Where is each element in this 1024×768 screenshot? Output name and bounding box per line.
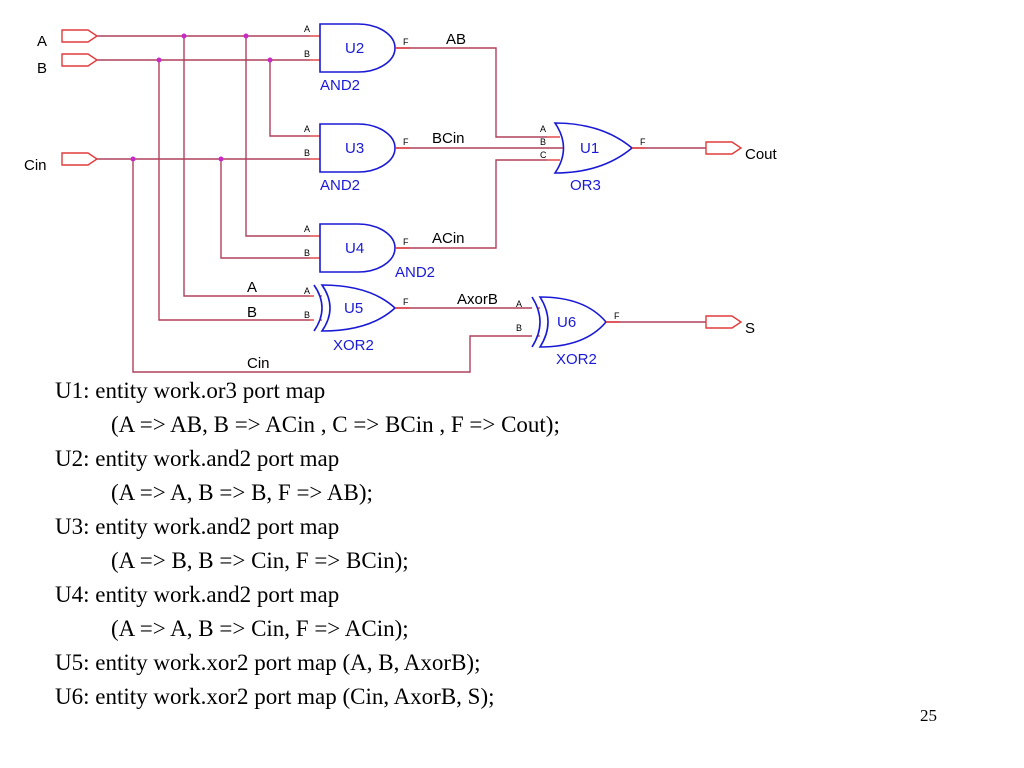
code-line: (A => AB, B => ACin , C => BCin , F => C… [111, 412, 560, 437]
code-line: U2: entity work.and2 port map [55, 446, 340, 471]
gate-name-u2: U2 [345, 40, 364, 57]
input-port-a [61, 29, 99, 43]
signal-label-ab: AB [446, 31, 466, 48]
ports [61, 29, 743, 329]
code-line: (A => A, B => Cin, F => ACin); [111, 616, 409, 641]
pin-label: F [640, 137, 646, 147]
code-line: U6: entity work.xor2 port map (Cin, Axor… [55, 684, 495, 709]
signal-label-acin: ACin [432, 230, 465, 247]
gate-u4 [319, 223, 396, 273]
code-line: U4: entity work.and2 port map [55, 582, 340, 607]
junction-dot [218, 156, 224, 162]
gate-u6 [538, 296, 608, 348]
output-port-cout [705, 141, 743, 155]
page-number: 25 [920, 706, 937, 725]
input-port-b [61, 53, 99, 67]
junctions [130, 33, 273, 162]
pin-label: A [304, 224, 310, 234]
wire-ab [395, 47, 547, 138]
gate-output-stubs [395, 47, 645, 323]
signal-labels: AB BCin ACin AxorB A B Cin [247, 31, 498, 372]
gate-name-u6: U6 [557, 314, 576, 331]
gate-name-u5: U5 [344, 300, 363, 317]
pin-label: A [540, 124, 546, 134]
junction-dot [181, 33, 187, 39]
pin-labels: A B F A B F A B F A B C F A B F A B F [304, 24, 646, 333]
junction-dot [156, 57, 162, 63]
gate-labels: U2 AND2 U3 AND2 U4 AND2 U1 OR3 U5 XOR2 U… [320, 40, 601, 368]
gate-u6-back-curve [531, 296, 541, 348]
pin-label: A [304, 24, 310, 34]
gate-u5 [320, 284, 397, 332]
code-line: (A => B, B => Cin, F => BCin); [111, 548, 409, 573]
wire-a-to-u5 [183, 36, 310, 297]
input-label-cin: Cin [24, 157, 47, 174]
pin-label: A [304, 286, 310, 296]
gate-type-u2: AND2 [320, 77, 360, 94]
pin-label: A [304, 124, 310, 134]
pin-label: A [516, 299, 522, 309]
output-port-s [705, 315, 743, 329]
gate-name-u1: U1 [580, 140, 599, 157]
pin-label: F [403, 137, 409, 147]
gate-bodies [313, 23, 634, 348]
wire-a-to-u4 [245, 36, 310, 237]
io-labels: A B Cin Cout S [24, 33, 778, 337]
signal-label-cin: Cin [247, 355, 270, 372]
pin-label: B [516, 323, 522, 333]
junction-dot [243, 33, 249, 39]
pin-label: C [540, 150, 547, 160]
gate-type-u3: AND2 [320, 177, 360, 194]
gate-u5-back-curve [313, 284, 323, 332]
gate-type-u6: XOR2 [556, 351, 597, 368]
code-line: U5: entity work.xor2 port map (A, B, Axo… [55, 650, 481, 675]
gate-name-u3: U3 [345, 140, 364, 157]
pin-label: F [403, 237, 409, 247]
signal-label-bcin: BCin [432, 130, 465, 147]
pin-label: B [304, 49, 310, 59]
schematic: A B Cin Cout S U2 AND2 U3 AND2 U4 AND2 U… [24, 23, 778, 373]
wire-b-to-u5 [158, 60, 310, 321]
code-line: U1: entity work.or3 port map [55, 378, 326, 403]
pin-label: B [304, 148, 310, 158]
wire-cin-to-u6 [132, 159, 532, 373]
input-port-cin [61, 152, 99, 166]
output-label-s: S [745, 320, 755, 337]
pin-label: B [304, 310, 310, 320]
wire-cin-to-u4 [220, 159, 310, 259]
vhdl-code-block: U1: entity work.or3 port map (A => AB, B … [55, 374, 955, 714]
output-label-cout: Cout [745, 146, 778, 163]
pin-label: F [614, 311, 620, 321]
gate-name-u4: U4 [345, 240, 364, 257]
gate-type-u4: AND2 [395, 264, 435, 281]
gate-u2 [319, 23, 396, 73]
pin-label: B [540, 137, 546, 147]
gate-u1 [553, 122, 634, 174]
pin-label: B [304, 248, 310, 258]
pin-label: F [403, 297, 409, 307]
wire-b-to-u3 [269, 60, 310, 137]
code-line: U3: entity work.and2 port map [55, 514, 340, 539]
input-label-a: A [37, 33, 47, 50]
pin-label: F [403, 37, 409, 47]
signal-label-axorb: AxorB [457, 291, 498, 308]
junction-dot [267, 57, 273, 63]
wire-acin [395, 159, 547, 249]
input-label-b: B [37, 60, 47, 77]
gate-u3 [319, 123, 396, 173]
gate-type-u1: OR3 [570, 177, 601, 194]
gate-type-u5: XOR2 [333, 337, 374, 354]
junction-dot [130, 156, 136, 162]
code-line: (A => A, B => B, F => AB); [111, 480, 373, 505]
signal-label-a: A [247, 279, 257, 296]
signal-label-b: B [247, 304, 257, 321]
wires [97, 35, 706, 373]
